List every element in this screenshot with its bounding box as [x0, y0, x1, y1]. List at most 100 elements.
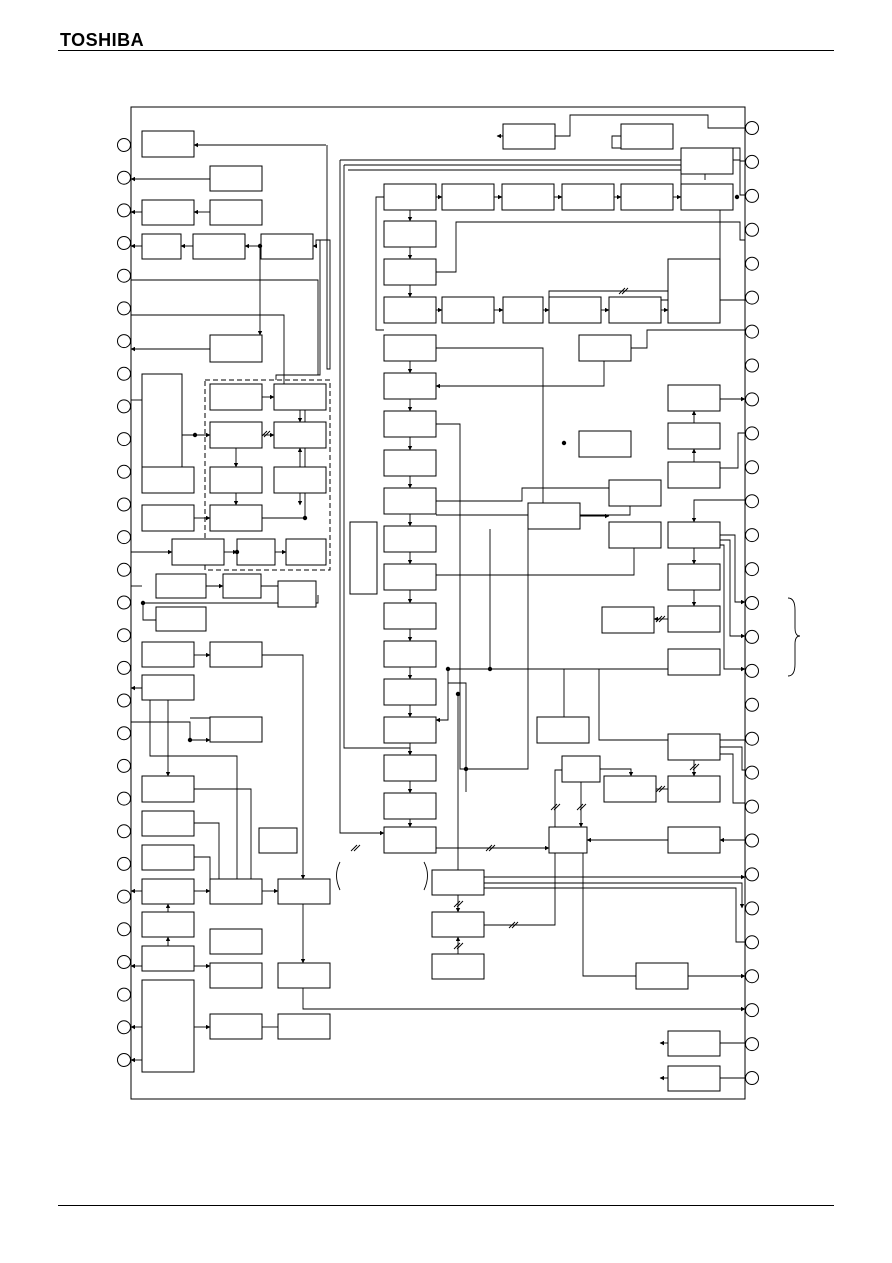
left-pin [117, 203, 131, 218]
function-block [141, 641, 195, 668]
function-block [209, 383, 263, 411]
function-block [141, 674, 195, 701]
function-block [578, 334, 632, 362]
left-pin [117, 1020, 131, 1035]
function-block [667, 384, 721, 412]
signal-line [691, 499, 745, 523]
function-block [502, 296, 544, 324]
junction-dot [445, 666, 451, 672]
bus-slash [655, 785, 666, 793]
signal-line [375, 196, 384, 331]
signal-line [348, 169, 682, 184]
bus-slash [453, 942, 464, 950]
left-pin [117, 726, 131, 741]
right-pin [745, 969, 759, 984]
right-pin [745, 256, 759, 271]
signal-line [448, 682, 467, 792]
function-block [141, 945, 195, 972]
function-block [209, 421, 263, 449]
signal-line [340, 159, 745, 196]
function-block [383, 563, 437, 591]
function-block [383, 678, 437, 706]
function-block [608, 479, 662, 507]
function-block [441, 296, 495, 324]
function-block [141, 844, 195, 871]
right-pin [745, 121, 759, 135]
bus-slash [689, 763, 700, 771]
function-block [141, 775, 195, 803]
function-block [383, 296, 437, 324]
function-block [603, 775, 657, 803]
function-block [667, 605, 721, 633]
function-block [141, 504, 195, 532]
function-block [383, 410, 437, 438]
function-block [141, 199, 195, 226]
function-block [667, 648, 721, 676]
function-block [383, 449, 437, 477]
center-brace-left [336, 861, 341, 891]
function-block [502, 123, 556, 150]
signal-line [489, 529, 565, 717]
left-pin [117, 824, 131, 839]
right-pin [745, 528, 759, 543]
left-pin [117, 399, 131, 414]
right-pin [745, 629, 759, 644]
function-block [383, 487, 437, 515]
bus-slash [508, 921, 519, 929]
bus-slash [453, 900, 464, 908]
function-block [383, 716, 437, 744]
signal-line [555, 114, 745, 137]
function-block [383, 826, 437, 854]
function-block [277, 580, 317, 608]
bus-slash [576, 803, 587, 811]
right-pin [745, 1037, 759, 1052]
function-block [209, 466, 263, 494]
bus-slash [618, 287, 629, 295]
function-block [285, 538, 327, 566]
right-pin [745, 731, 759, 746]
function-block [431, 953, 485, 980]
signal-line [720, 432, 745, 469]
function-block [383, 258, 437, 286]
junction-dot [187, 737, 193, 743]
right-pin [745, 460, 759, 475]
signal-line [131, 279, 319, 375]
left-pin [117, 922, 131, 937]
function-block [383, 220, 437, 248]
junction-dot [734, 194, 740, 200]
function-block [667, 1065, 721, 1092]
left-pin [117, 497, 131, 512]
junction-dot [455, 691, 461, 697]
function-block [667, 826, 721, 854]
signal-line [720, 753, 745, 804]
right-pin [745, 596, 759, 610]
signal-line [719, 210, 745, 301]
right-pin [745, 765, 759, 780]
signal-line [436, 548, 635, 576]
function-block [680, 147, 734, 175]
header-rule [58, 50, 834, 51]
function-block [209, 1013, 263, 1040]
function-block [431, 869, 485, 896]
function-block [349, 521, 378, 595]
function-block [155, 573, 207, 599]
function-block [441, 183, 495, 211]
function-block [680, 183, 734, 211]
function-block [277, 962, 331, 989]
left-pin [117, 987, 131, 1002]
function-block [141, 233, 182, 260]
right-pin [745, 867, 759, 882]
function-block [277, 878, 331, 905]
junction-dot [192, 432, 198, 438]
function-block [258, 827, 298, 854]
function-block [601, 606, 655, 634]
signal-line [312, 145, 331, 370]
left-pin [117, 595, 131, 610]
function-block [527, 502, 581, 530]
junction-dot [302, 515, 308, 521]
left-pin [117, 530, 131, 545]
signal-line [436, 423, 529, 770]
function-block [383, 792, 437, 820]
toshiba-logo: TOSHIBA [60, 30, 145, 50]
left-pin [117, 138, 131, 152]
